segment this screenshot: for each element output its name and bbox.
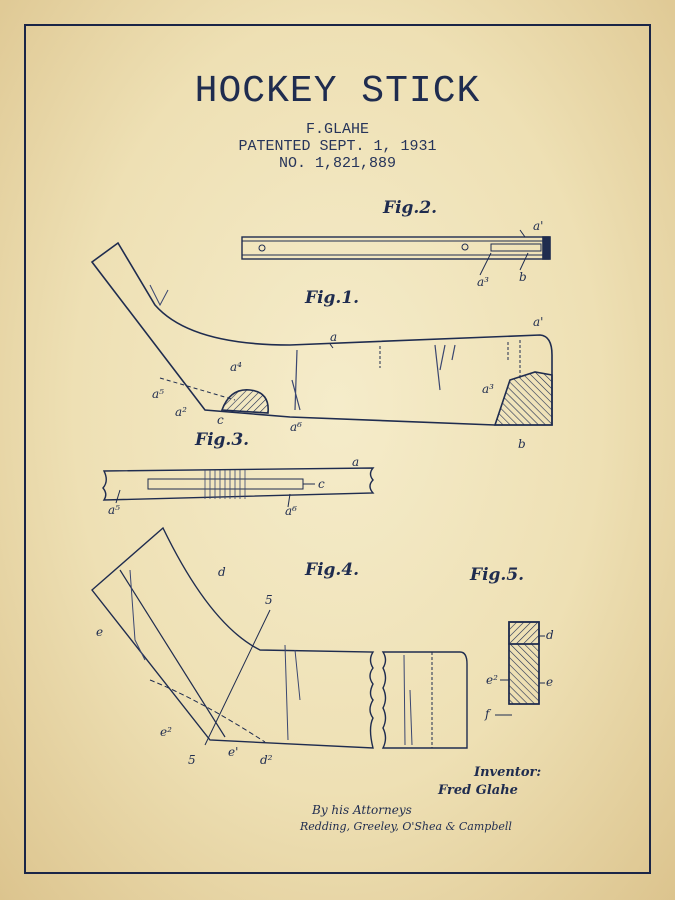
fig2-label: Fig.2. bbox=[383, 198, 438, 218]
fig5-callout-e: e bbox=[546, 675, 554, 689]
fig1-callout-c: c bbox=[217, 413, 224, 427]
attorneys-label: By his Attorneys bbox=[312, 803, 412, 817]
fig2-callout-a1: a' bbox=[533, 219, 544, 233]
inventor-line: F.GLAHE bbox=[305, 121, 369, 138]
fig3-callout-a6: a⁶ bbox=[285, 504, 297, 518]
page-title: HOCKEY STICK bbox=[194, 70, 481, 113]
fig5-label: Fig.5. bbox=[470, 565, 525, 585]
fig4-section-mark-bottom: 5 bbox=[188, 753, 196, 767]
fig5-callout-f: f bbox=[485, 707, 490, 721]
attorneys-names: Redding, Greeley, O'Shea & Campbell bbox=[300, 820, 512, 833]
fig1-label: Fig.1. bbox=[305, 288, 360, 308]
inventor-label: Inventor: bbox=[474, 765, 542, 780]
fig1-callout-a2: a² bbox=[175, 405, 187, 419]
fig3-label: Fig.3. bbox=[195, 430, 250, 450]
patent-date: PATENTED SEPT. 1, 1931 bbox=[238, 138, 437, 155]
fig1-callout-a5: a⁵ bbox=[152, 387, 164, 401]
patent-number: NO. 1,821,889 bbox=[278, 155, 397, 172]
fig5-drawing bbox=[495, 621, 545, 716]
fig1-callout-b: b bbox=[518, 437, 526, 451]
fig3-callout-a5: a⁵ bbox=[108, 503, 120, 517]
fig4-callout-e2: e² bbox=[160, 725, 172, 739]
fig5-callout-e2: e² bbox=[486, 673, 498, 687]
fig4-callout-e1: e' bbox=[228, 745, 239, 759]
fig2-drawing bbox=[241, 229, 551, 276]
fig4-label: Fig.4. bbox=[305, 560, 360, 580]
fig2-callout-a3: a³ bbox=[477, 275, 489, 289]
fig4-callout-d: d bbox=[218, 565, 226, 579]
fig3-drawing bbox=[102, 467, 375, 508]
fig4-section-mark-top: 5 bbox=[265, 593, 273, 607]
fig4-callout-d2: d² bbox=[260, 753, 273, 767]
fig1-callout-a: a bbox=[330, 330, 338, 344]
fig1-callout-a6: a⁶ bbox=[290, 420, 302, 434]
fig5-callout-d: d bbox=[546, 628, 554, 642]
fig2-callout-b: b bbox=[519, 270, 527, 284]
fig3-callout-c: c bbox=[318, 477, 325, 491]
fig4-drawing bbox=[91, 526, 468, 749]
page-border bbox=[24, 24, 651, 874]
fig1-callout-a4: a⁴ bbox=[230, 360, 242, 374]
inventor-name: Fred Glahe bbox=[438, 783, 518, 798]
fig4-callout-e: e bbox=[96, 625, 104, 639]
fig3-callout-a: a bbox=[352, 455, 360, 469]
fig1-callout-a1: a' bbox=[533, 315, 544, 329]
fig1-drawing bbox=[90, 241, 553, 426]
fig1-callout-a3: a³ bbox=[482, 382, 494, 396]
